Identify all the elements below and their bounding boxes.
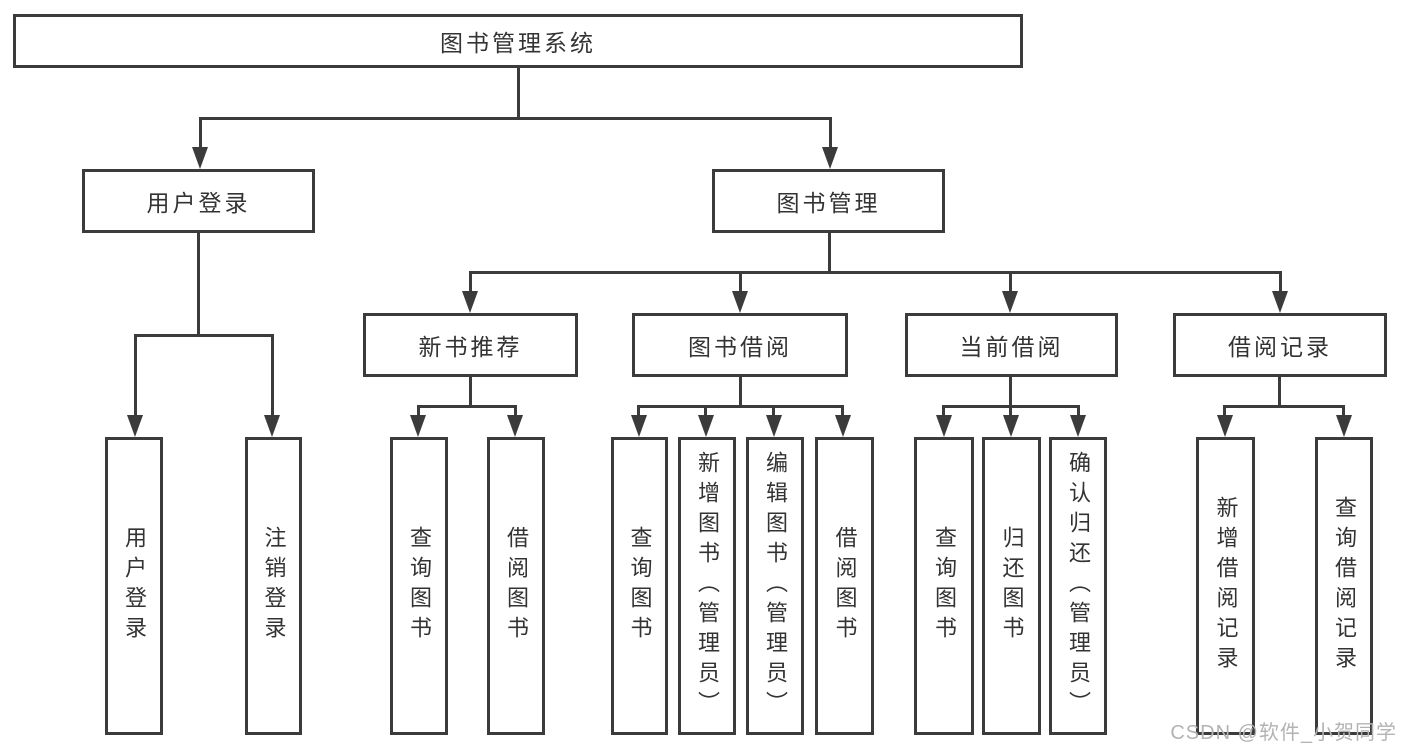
arrow-down-icon xyxy=(264,415,280,437)
node-book-borrow-label: 图书借阅 xyxy=(688,334,792,360)
connector-line xyxy=(828,231,831,273)
arrow-down-icon xyxy=(1272,291,1288,313)
node-new-book-recommend: 新书推荐 xyxy=(363,313,578,377)
arrow-down-icon xyxy=(835,415,851,437)
connector-line xyxy=(134,334,274,337)
arrow-down-icon xyxy=(410,415,426,437)
node-leaf-confirm-return-admin-label: 确认归还（管理员） xyxy=(1066,451,1091,721)
node-leaf-query-book-recommend: 查询图书 xyxy=(390,437,448,735)
node-leaf-logout-login-label: 注销登录 xyxy=(261,526,287,646)
connector-line xyxy=(1009,405,1012,417)
watermark: CSDN @软件_小贺同学 xyxy=(1170,722,1397,744)
connector-line xyxy=(1342,405,1345,417)
node-leaf-add-book-admin: 新增图书（管理员） xyxy=(678,437,736,735)
connector-line xyxy=(417,405,517,408)
arrow-down-icon xyxy=(936,415,952,437)
arrow-down-icon xyxy=(732,291,748,313)
connector-line xyxy=(517,66,520,117)
node-leaf-borrow-book-recommend-label: 借阅图书 xyxy=(504,526,529,646)
connector-line xyxy=(772,405,775,417)
node-leaf-query-book-recommend-label: 查询图书 xyxy=(407,526,432,646)
arrow-down-icon xyxy=(1217,415,1233,437)
arrow-down-icon xyxy=(192,147,208,169)
node-borrow-records-label: 借阅记录 xyxy=(1228,334,1332,360)
arrow-down-icon xyxy=(462,291,478,313)
node-leaf-edit-book-admin: 编辑图书（管理员） xyxy=(746,437,804,735)
connector-line xyxy=(1278,375,1281,408)
arrow-down-icon xyxy=(766,415,782,437)
connector-line xyxy=(514,405,517,417)
node-leaf-add-book-admin-label: 新增图书（管理员） xyxy=(695,451,720,721)
arrow-down-icon xyxy=(1002,291,1018,313)
connector-line xyxy=(1009,375,1012,408)
node-current-borrow-label: 当前借阅 xyxy=(959,334,1064,360)
node-leaf-borrow-book-label: 借阅图书 xyxy=(832,526,858,646)
node-root: 图书管理系统 xyxy=(13,14,1023,68)
connector-line xyxy=(829,117,832,149)
connector-line xyxy=(1077,405,1080,417)
connector-line xyxy=(1223,405,1345,408)
arrow-down-icon xyxy=(822,147,838,169)
node-leaf-logout-login: 注销登录 xyxy=(245,437,302,735)
node-book-management: 图书管理 xyxy=(712,169,945,233)
arrow-down-icon xyxy=(1003,415,1019,437)
node-leaf-return-book: 归还图书 xyxy=(982,437,1041,735)
node-leaf-borrow-book: 借阅图书 xyxy=(815,437,874,735)
connector-line xyxy=(271,334,274,416)
node-leaf-return-book-label: 归还图书 xyxy=(999,526,1025,646)
node-leaf-query-borrow-record: 查询借阅记录 xyxy=(1315,437,1373,735)
connector-line xyxy=(134,334,137,416)
connector-line xyxy=(199,117,832,120)
arrow-down-icon xyxy=(698,415,714,437)
node-user-login-label: 用户登录 xyxy=(146,190,251,216)
arrow-down-icon xyxy=(1070,415,1086,437)
connector-line xyxy=(739,271,742,293)
node-borrow-records: 借阅记录 xyxy=(1173,313,1387,377)
connector-line xyxy=(1279,271,1282,293)
connector-line xyxy=(841,405,844,417)
node-leaf-query-book-current-label: 查询图书 xyxy=(932,526,957,646)
node-current-borrow: 当前借阅 xyxy=(905,313,1118,377)
connector-line xyxy=(469,375,472,408)
connector-line xyxy=(637,405,844,408)
node-book-borrow: 图书借阅 xyxy=(632,313,848,377)
node-leaf-user-login: 用户登录 xyxy=(105,437,163,735)
node-leaf-borrow-book-recommend: 借阅图书 xyxy=(487,437,545,735)
node-root-label: 图书管理系统 xyxy=(440,30,596,56)
node-leaf-add-borrow-record: 新增借阅记录 xyxy=(1196,437,1255,735)
node-leaf-add-borrow-record-label: 新增借阅记录 xyxy=(1213,496,1239,676)
node-leaf-edit-book-admin-label: 编辑图书（管理员） xyxy=(763,451,788,721)
connector-line xyxy=(469,271,1282,274)
connector-line xyxy=(637,405,640,417)
node-leaf-query-book-borrow-label: 查询图书 xyxy=(627,526,653,646)
connector-line xyxy=(469,271,472,293)
node-leaf-query-book-borrow: 查询图书 xyxy=(611,437,668,735)
connector-line xyxy=(199,117,202,149)
node-leaf-confirm-return-admin: 确认归还（管理员） xyxy=(1049,437,1107,735)
node-book-management-label: 图书管理 xyxy=(776,190,881,216)
connector-line xyxy=(417,405,420,417)
connector-line xyxy=(1009,271,1012,293)
arrow-down-icon xyxy=(1336,415,1352,437)
connector-line xyxy=(739,375,742,408)
node-user-login: 用户登录 xyxy=(82,169,315,233)
arrow-down-icon xyxy=(631,415,647,437)
node-leaf-query-book-current: 查询图书 xyxy=(914,437,974,735)
node-leaf-user-login-label: 用户登录 xyxy=(122,526,147,646)
connector-line xyxy=(1223,405,1226,417)
connector-line xyxy=(704,405,707,417)
node-new-book-recommend-label: 新书推荐 xyxy=(418,334,523,360)
connector-line xyxy=(197,231,200,335)
arrow-down-icon xyxy=(127,415,143,437)
connector-line xyxy=(942,405,945,417)
arrow-down-icon xyxy=(507,415,523,437)
node-leaf-query-borrow-record-label: 查询借阅记录 xyxy=(1332,496,1357,676)
